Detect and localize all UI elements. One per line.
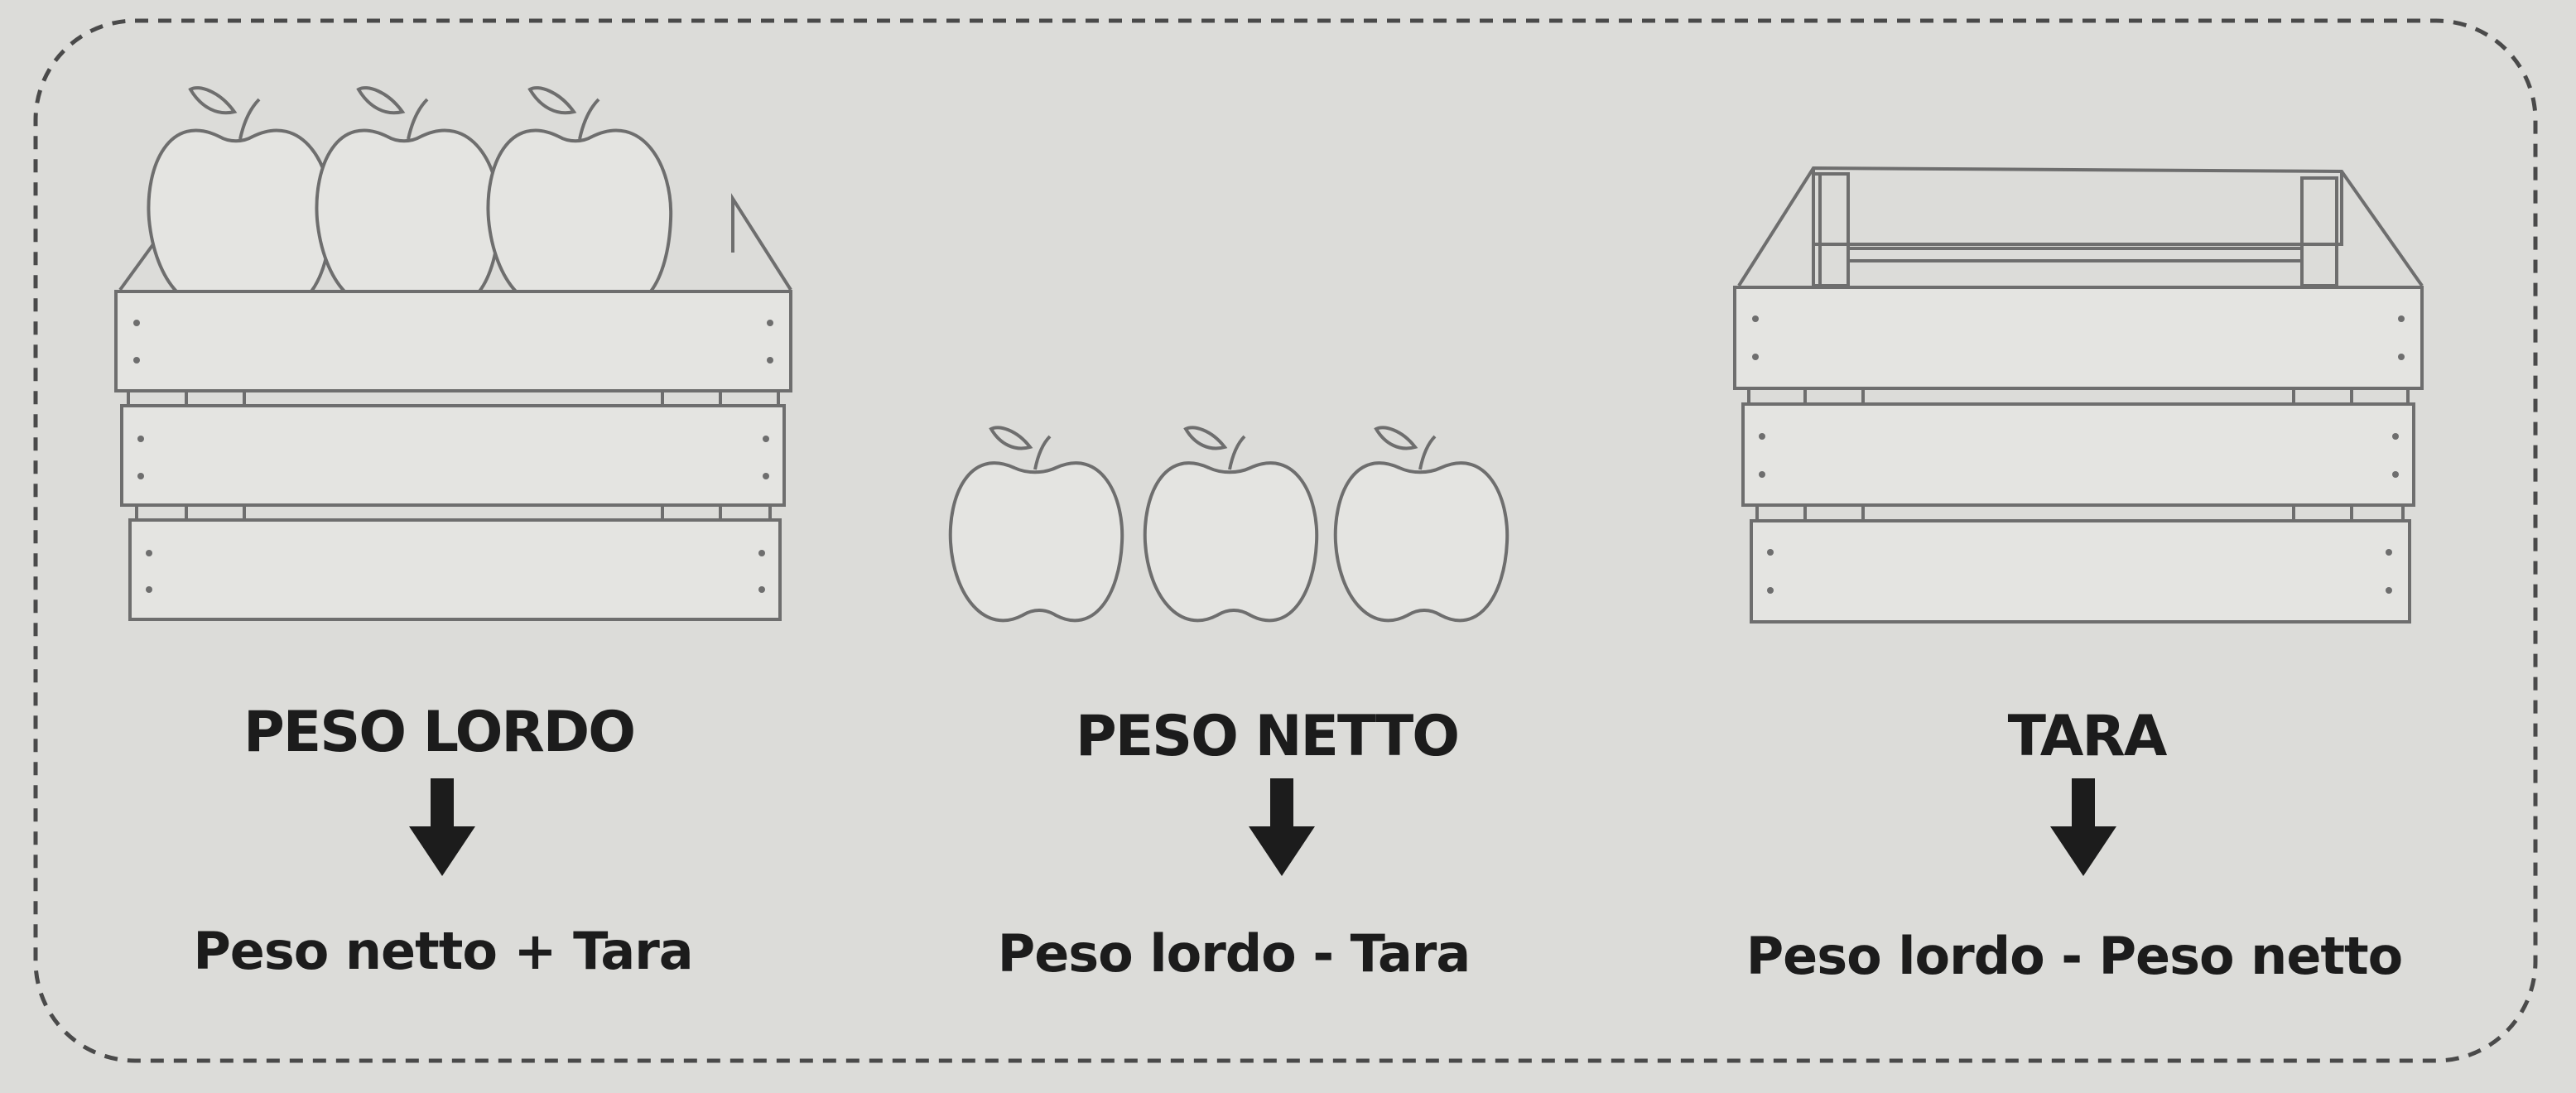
formula-peso-lordo: Peso netto + Tara — [193, 921, 693, 981]
apple-icon — [486, 86, 673, 308]
apple-icon — [315, 86, 502, 308]
formula-peso-netto: Peso lordo - Tara — [997, 923, 1471, 984]
apple-icon — [1143, 426, 1319, 623]
column-title-peso-lordo: PESO LORDO — [243, 700, 636, 765]
down-arrow-icon — [2050, 778, 2116, 876]
down-arrow-icon — [1249, 778, 1315, 876]
apple-icon — [147, 86, 334, 308]
apple-icon — [948, 426, 1124, 623]
apple-icon — [1333, 426, 1509, 623]
formula-tara: Peso lordo - Peso netto — [1745, 926, 2404, 986]
down-arrow-icon — [409, 778, 475, 876]
crate-with-apples-illustration — [114, 86, 792, 621]
empty-crate-illustration — [1733, 166, 2424, 624]
column-title-peso-netto: PESO NETTO — [1075, 704, 1460, 769]
dashed-border — [33, 18, 2538, 1063]
column-title-tara: TARA — [2007, 704, 2168, 769]
apples-illustration — [948, 426, 1509, 623]
